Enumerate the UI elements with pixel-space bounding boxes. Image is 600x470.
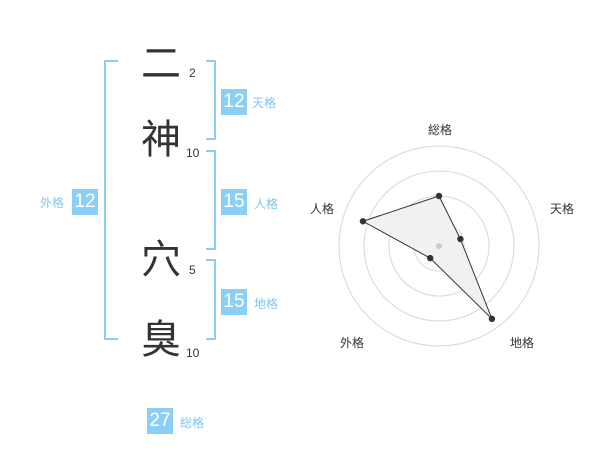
name-char-4: 臭: [141, 317, 181, 363]
gaikaku-value: 12: [72, 189, 98, 215]
radar-point-1: [457, 235, 464, 243]
jinkaku-label: 人格: [254, 197, 279, 211]
soukaku-value: 27: [147, 408, 173, 434]
radar-point-4: [359, 218, 367, 225]
name-char-3: 穴: [141, 237, 181, 283]
soukaku-label: 総格: [180, 416, 205, 430]
radar-point-2: [488, 315, 496, 323]
tenkaku-label: 天格: [252, 96, 277, 110]
outer-bracket: [104, 60, 118, 340]
gaikaku-label: 外格: [40, 196, 65, 210]
chikaku-bracket: [206, 259, 216, 340]
jinkaku-value: 15: [221, 189, 247, 215]
radar-point-3: [426, 254, 434, 262]
chikaku-label: 地格: [254, 297, 279, 311]
radar-label-jinkaku: 人格: [310, 202, 335, 216]
radar-point-0: [435, 192, 443, 200]
radar-grid-ring: [363, 170, 515, 322]
stroke-count-3: 5: [189, 263, 196, 277]
radar-polygon: [361, 195, 493, 320]
name-char-1: 二: [141, 41, 181, 87]
radar-center-dot: [436, 243, 442, 249]
chikaku-value: 15: [221, 289, 247, 315]
stroke-count-2: 10: [186, 146, 200, 160]
radar-label-tenkaku: 天格: [550, 202, 575, 216]
name-char-2: 神: [141, 117, 181, 163]
tenkaku-value: 12: [221, 89, 247, 115]
stroke-count-1: 2: [189, 66, 196, 80]
radar-label-chikaku: 地格: [510, 336, 535, 350]
radar-label-soukaku: 総格: [428, 123, 453, 137]
radar-grid-ring: [338, 145, 540, 347]
stroke-count-4: 10: [186, 346, 200, 360]
radar-label-gaikaku: 外格: [340, 336, 365, 350]
tenkaku-bracket: [206, 60, 216, 140]
jinkaku-bracket: [206, 150, 216, 250]
